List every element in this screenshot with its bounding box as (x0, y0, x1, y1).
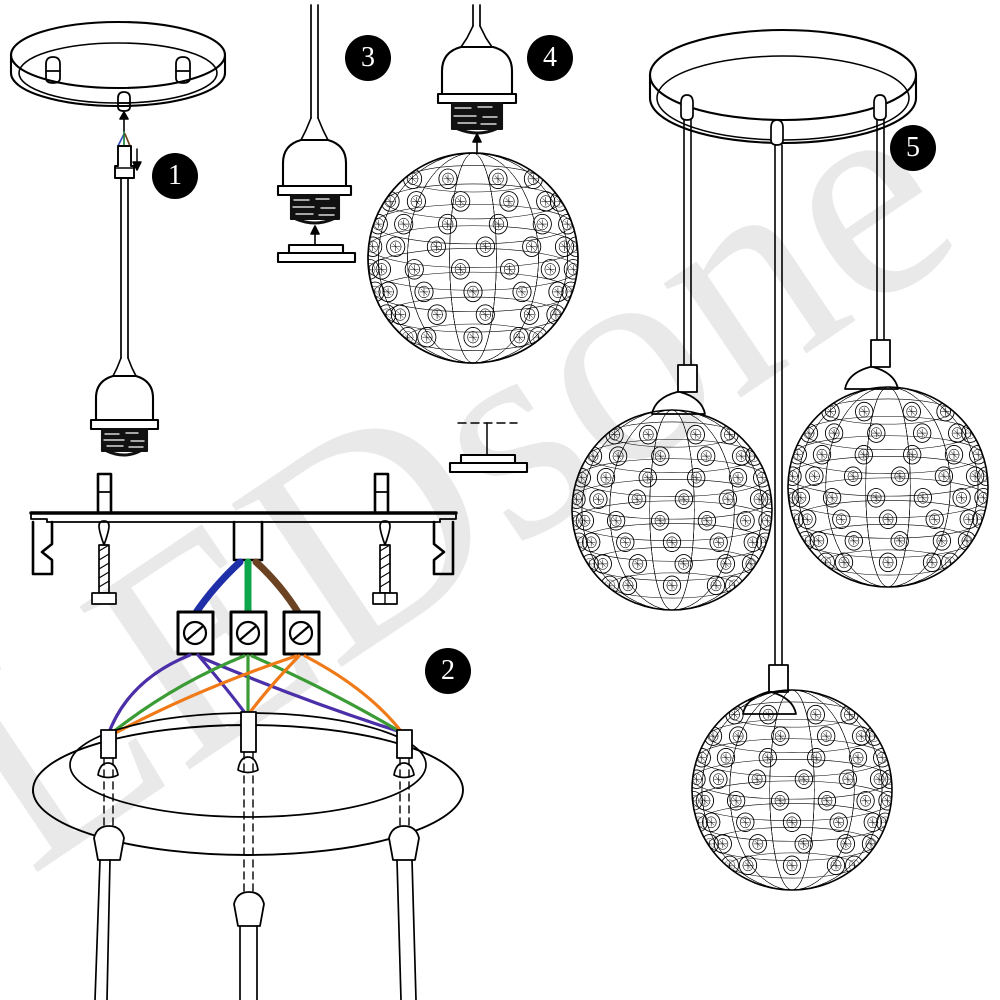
e27-lamp-holder (89, 357, 160, 431)
step3-screw-thread-base (289, 193, 341, 225)
step-badge-5-number: 5 (906, 132, 920, 163)
crystal-ball-shade (571, 409, 773, 611)
insert-arrow-icon (310, 225, 320, 246)
crystal-ball-shade (367, 152, 579, 364)
step3-lamp-holder (276, 4, 353, 197)
wood-screw (91, 520, 117, 605)
step-badge-4-number: 4 (543, 42, 557, 73)
step-badge-3-number: 3 (361, 42, 375, 73)
terminal (229, 610, 268, 656)
step4-screw-thread-base (450, 101, 504, 135)
step-badge-4[interactable]: 4 (527, 35, 573, 81)
cord-tip-strands (117, 131, 131, 147)
ceiling-rose-plate (9, 20, 227, 112)
terminal-block (176, 610, 321, 656)
step-badge-1[interactable]: 1 (152, 153, 198, 199)
terminal (282, 610, 321, 656)
adjust-arrow-icon (132, 148, 142, 171)
insert-arrow-icon (119, 111, 129, 133)
shade-ring (448, 422, 529, 474)
finished-cord-right (873, 94, 887, 341)
canopy-cord-centre (233, 711, 265, 1000)
terminal (176, 610, 215, 656)
cord-grip (117, 91, 131, 112)
cord-strain-relief (114, 145, 135, 179)
wood-screw (372, 520, 398, 605)
step4-lamp-holder (436, 4, 518, 105)
step-badge-2-number: 2 (441, 655, 455, 686)
supply-wires (191, 558, 303, 618)
cord-grip (175, 56, 191, 84)
ceiling-cable-outlet (232, 520, 264, 562)
canopy-cord-left (93, 729, 125, 1000)
cord-grip (45, 56, 61, 84)
finished-holder-right (844, 339, 899, 390)
canopy-cord-right (388, 729, 420, 1000)
screw-thread-base (100, 427, 149, 457)
finished-cord-left (680, 94, 694, 366)
step-badge-2[interactable]: 2 (425, 648, 471, 694)
insert-arrow-icon (472, 133, 482, 153)
crystal-ball-shade (691, 689, 893, 891)
finished-holder-left (651, 364, 706, 415)
step-badge-3[interactable]: 3 (345, 35, 391, 81)
step-badge-1-number: 1 (168, 160, 182, 191)
finished-cord-centre (770, 119, 784, 666)
step-badge-5[interactable]: 5 (890, 125, 936, 171)
mounting-bracket-bar (29, 472, 458, 576)
pendant-cord (120, 177, 129, 359)
shade-ring (276, 243, 357, 264)
crystal-ball-shade (787, 386, 989, 588)
